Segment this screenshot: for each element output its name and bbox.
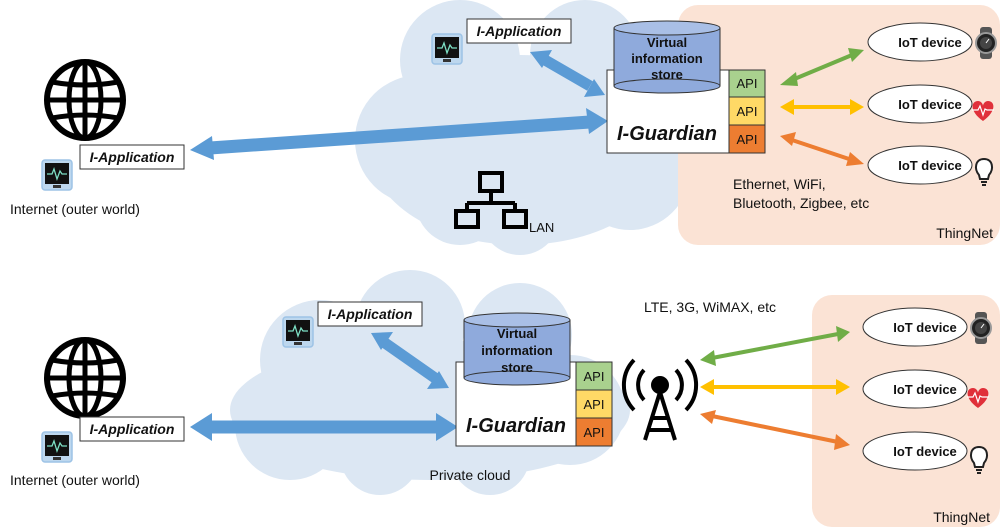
store-cylinder (463, 312, 571, 386)
api-block (575, 417, 613, 447)
monitor-icon (41, 431, 73, 463)
link-arrow (780, 99, 864, 115)
iot-device (867, 84, 973, 124)
link-arrow (700, 410, 850, 450)
iot-device (867, 22, 973, 62)
store-label: Virtual (497, 326, 537, 341)
internet-label: Internet (outer world) (10, 201, 140, 217)
i-application-box (317, 301, 423, 327)
monitor-icon (282, 316, 314, 348)
wireless-label: LTE, 3G, WiMAX, etc (644, 299, 776, 315)
internet-label: Internet (outer world) (10, 472, 140, 488)
globe-icon (47, 62, 123, 138)
i-application-label: I-Application (90, 421, 175, 437)
i-application-label: I-Application (328, 306, 413, 322)
i-application-label: I-Application (477, 23, 562, 39)
store-label: store (651, 67, 683, 82)
thingnet-region (678, 5, 1000, 245)
iot-device (862, 431, 968, 471)
iot-device (867, 145, 973, 185)
iot-device-label: IoT device (893, 382, 957, 397)
i-application-label: I-Application (90, 149, 175, 165)
link-arrow (780, 48, 864, 86)
api-label: API (584, 397, 605, 412)
monitor-icon (41, 159, 73, 191)
protocols-label: Bluetooth, Zigbee, etc (733, 195, 869, 211)
bottom-diagram: ThingNet I-Application Internet (outer w… (10, 270, 1000, 527)
private-cloud-label: Private cloud (430, 467, 511, 483)
api-block (728, 124, 766, 154)
top-diagram: ThingNet I-Application Internet (outer w… (10, 0, 1000, 255)
iot-device (862, 369, 968, 409)
i-application-box (466, 18, 572, 44)
iot-device-label: IoT device (893, 320, 957, 335)
link-arrow (700, 379, 850, 395)
antenna-icon (621, 358, 699, 441)
link-arrow (190, 108, 608, 160)
iot-device-label: IoT device (898, 97, 962, 112)
globe-icon (47, 340, 123, 416)
api-block (728, 69, 766, 98)
api-label: API (737, 76, 758, 91)
guardian-label: I-Guardian (617, 123, 717, 145)
thingnet-label: ThingNet (933, 509, 990, 525)
iot-device-label: IoT device (898, 35, 962, 50)
link-arrow (780, 132, 864, 166)
store-label: Virtual (647, 35, 687, 50)
thingnet-region (812, 295, 1000, 527)
api-block (575, 361, 613, 391)
link-arrow (190, 413, 458, 441)
protocols-label: Ethernet, WiFi, (733, 176, 826, 192)
store-label: store (501, 360, 533, 375)
link-arrow (700, 326, 850, 366)
iot-device (862, 307, 968, 347)
iot-device-label: IoT device (898, 158, 962, 173)
network-icon (454, 171, 528, 229)
store-cylinder (613, 20, 721, 94)
api-block (728, 96, 766, 126)
store-label: information (481, 343, 553, 358)
thingnet-label: ThingNet (936, 225, 993, 241)
store-label: information (631, 51, 703, 66)
api-label: API (737, 104, 758, 119)
monitor-icon (431, 33, 463, 65)
iot-device-label: IoT device (893, 444, 957, 459)
link-arrow (371, 332, 449, 389)
api-label: API (584, 425, 605, 440)
link-arrow (530, 50, 605, 97)
i-application-box (79, 144, 185, 170)
i-application-box (79, 416, 185, 442)
api-label: API (584, 369, 605, 384)
api-label: API (737, 132, 758, 147)
guardian-label: I-Guardian (466, 415, 566, 437)
lan-label: LAN (529, 220, 554, 235)
